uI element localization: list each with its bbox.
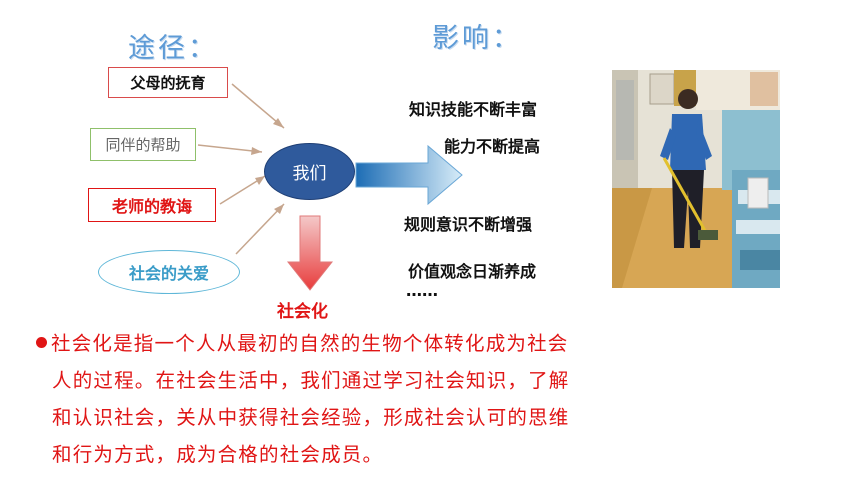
bullet-dot (36, 337, 47, 348)
arrow-teachers (219, 175, 266, 205)
definition-line-1: 社会化是指一个人从最初的自然的生物个体转化成为社会 (36, 325, 836, 362)
student-mopping-photo (612, 70, 780, 288)
influence-heading: 影响： (432, 23, 522, 54)
arrow-society (235, 203, 285, 255)
definition-line-1-text: 社会化是指一个人从最初的自然的生物个体转化成为社会 (51, 332, 569, 355)
effect-ellipsis: …… (406, 281, 438, 300)
source-teachers: 老师的教诲 (88, 188, 216, 222)
definition-line-3: 和认识社会，关从中获得社会经验，形成社会认可的思维 (52, 406, 570, 429)
definition-line-2: 人的过程。在社会生活中，我们通过学习社会知识，了解 (52, 369, 570, 392)
definition-line-4: 和行为方式，成为合格的社会成员。 (52, 443, 384, 466)
center-label: 我们 (292, 164, 327, 184)
effect-values: 价值观念日渐养成 (408, 262, 537, 281)
source-parents: 父母的抚育 (108, 67, 228, 98)
pathways-heading: 途径： (128, 33, 218, 64)
effect-knowledge: 知识技能不断丰富 (409, 100, 538, 119)
effect-ability: 能力不断提高 (444, 137, 541, 156)
arrow-peers (197, 144, 263, 155)
source-society: 社会的关爱 (98, 250, 240, 294)
arrow-down-to-socialization (286, 215, 334, 291)
source-peers: 同伴的帮助 (90, 128, 196, 161)
effect-rules: 规则意识不断增强 (404, 215, 533, 234)
socialization-label: 社会化 (277, 302, 328, 322)
definition-paragraph: 社会化是指一个人从最初的自然的生物个体转化成为社会 人的过程。在社会生活中，我们… (36, 325, 836, 473)
arrow-right-to-effects (355, 144, 463, 206)
center-oval-we: 我们 (264, 143, 355, 200)
arrow-parents (231, 83, 285, 129)
